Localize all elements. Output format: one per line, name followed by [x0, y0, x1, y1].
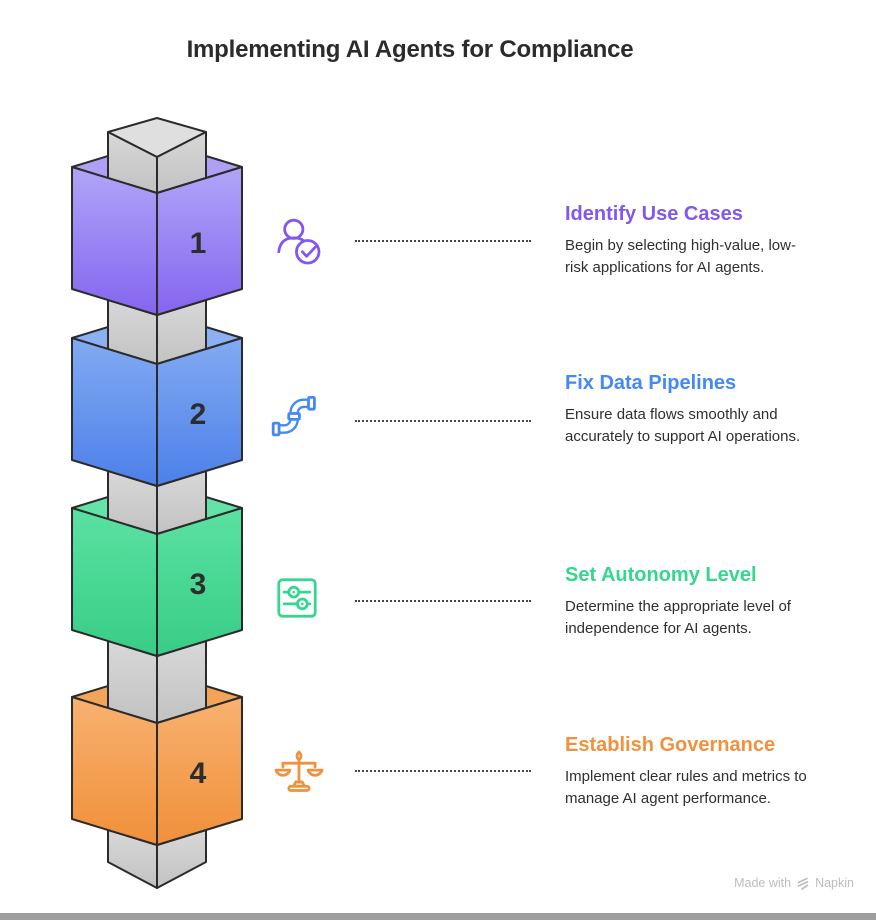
cube1-right-face — [156, 166, 243, 316]
step-row-1: Identify Use Cases Begin by selecting hi… — [565, 203, 813, 279]
step-number: 4 — [190, 757, 207, 790]
dotted-connector — [355, 770, 531, 772]
step-description: Determine the appropriate level of indep… — [565, 598, 791, 638]
pipe-icon — [263, 384, 323, 444]
step-row-3: Set Autonomy Level Determine the appropr… — [565, 564, 813, 640]
cube3-left-face — [71, 507, 158, 657]
cube2-left-face — [71, 337, 158, 487]
cube4-left-face — [71, 696, 158, 846]
cube2-right-face — [156, 337, 243, 487]
diagram-title: Implementing AI Agents for Compliance — [186, 36, 634, 63]
step-heading: Fix Data Pipelines — [565, 372, 737, 394]
step-row-4: Establish Governance Implement clear rul… — [565, 734, 813, 810]
step-heading: Establish Governance — [565, 734, 776, 756]
cube-step-4: 4 — [71, 696, 243, 846]
bottom-bar — [0, 913, 876, 920]
cube4-right-face — [156, 696, 243, 846]
step-row-2: Fix Data Pipelines Ensure data flows smo… — [565, 372, 813, 448]
cube1-left-face — [71, 166, 158, 316]
dotted-connector — [355, 420, 531, 422]
person-check-icon — [267, 210, 327, 270]
cube-stack-graphic: 1 2 3 — [71, 117, 243, 889]
dotted-connector — [355, 600, 531, 602]
made-with-label: Made with — [734, 876, 792, 890]
step-description: Begin by selecting high-value, low-risk … — [565, 237, 796, 277]
cube3-right-face — [156, 507, 243, 657]
scale-icon — [269, 738, 329, 798]
step-number: 3 — [190, 568, 207, 601]
step-number: 1 — [190, 227, 207, 260]
napkin-brand-label: Napkin — [815, 876, 854, 890]
cube-step-3: 3 — [71, 507, 243, 657]
step-description: Ensure data flows smoothly and accuratel… — [565, 406, 801, 446]
step-number: 2 — [190, 398, 207, 431]
pillar-top-cap — [107, 117, 207, 194]
step-heading: Set Autonomy Level — [565, 564, 757, 586]
napkin-logo-icon — [797, 877, 809, 890]
dotted-connector — [355, 240, 531, 242]
step-description: Implement clear rules and metrics to man… — [565, 768, 807, 808]
cube-step-2: 2 — [71, 337, 243, 487]
made-with-napkin[interactable]: Made with Napkin — [734, 876, 854, 890]
cube-step-1: 1 — [71, 166, 243, 316]
step-heading: Identify Use Cases — [565, 203, 743, 225]
sliders-icon — [267, 568, 327, 628]
